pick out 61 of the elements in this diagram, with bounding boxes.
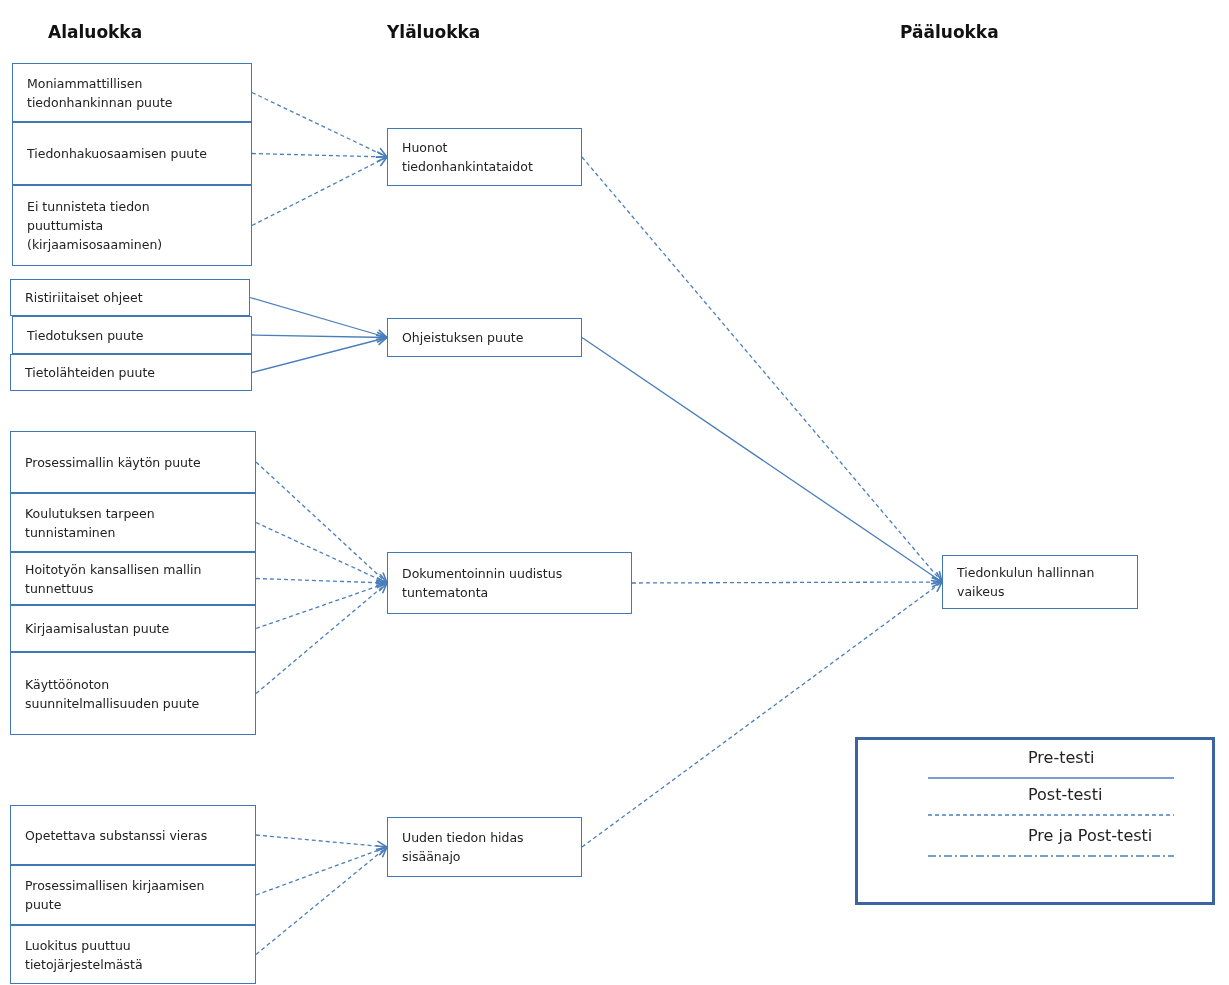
arrow xyxy=(255,580,388,630)
category-box xyxy=(12,185,252,266)
category-box xyxy=(12,122,252,185)
category-label: Moniammattillisen tiedonhankinnan puute xyxy=(27,74,174,112)
arrow xyxy=(255,521,388,585)
column-heading: Alaluokka xyxy=(48,22,143,42)
category-box xyxy=(10,805,256,865)
category-box xyxy=(12,316,252,354)
category-box xyxy=(12,63,252,122)
category-label: Tiedonkulun hallinnan vaikeus xyxy=(957,564,1096,601)
category-box xyxy=(387,552,632,614)
category-label: Uuden tiedon hidas sisäänajo xyxy=(402,829,525,866)
category-label: Käyttöönoton suunnitelmallisuuden puute xyxy=(25,675,201,713)
category-label: Ristiriitaiset ohjeet xyxy=(25,289,143,307)
category-box xyxy=(387,817,582,877)
arrow xyxy=(251,91,388,158)
category-label: Opetettava substanssi vieras xyxy=(25,826,208,845)
arrow xyxy=(251,156,388,227)
category-label: Tiedonhakuosaamisen puute xyxy=(27,145,207,163)
legend-label: Pre ja Post-testi xyxy=(1028,826,1153,845)
category-label: Kirjaamisalustan puute xyxy=(25,620,170,638)
arrow xyxy=(249,296,388,341)
category-box xyxy=(10,652,256,735)
arrow xyxy=(255,844,388,896)
arrow xyxy=(255,834,388,852)
arrow xyxy=(631,576,943,588)
arrow xyxy=(255,582,388,695)
category-box xyxy=(387,318,582,357)
category-box xyxy=(10,493,256,552)
category-label: Ei tunnisteta tiedon puuttumista (kirjaamisosaaminen) xyxy=(27,198,164,254)
category-label: Luokitus puuttuu tietojärjestelmästä xyxy=(25,936,144,974)
arrow xyxy=(255,846,388,956)
arrow xyxy=(251,150,388,163)
category-label: Prosessimallin käytön puute xyxy=(25,453,201,472)
category-box xyxy=(10,605,256,652)
category-box xyxy=(10,552,256,605)
legend-label: Post-testi xyxy=(1028,785,1103,804)
category-label: Huonot tiedonhankintataidot xyxy=(402,139,534,176)
category-box xyxy=(942,555,1138,609)
category-box xyxy=(10,354,252,391)
arrow xyxy=(581,581,943,848)
column-heading: Pääluokka xyxy=(900,22,999,42)
arrow xyxy=(581,156,943,583)
category-label: Ohjeistuksen puute xyxy=(402,329,524,347)
category-label: Hoitotyön kansallisen mallin tunnettuus xyxy=(25,560,203,598)
category-box xyxy=(387,128,582,186)
category-box xyxy=(10,431,256,493)
category-label: Koulutuksen tarpeen tunnistaminen xyxy=(25,504,156,542)
arrow xyxy=(255,461,388,584)
arrow xyxy=(581,336,943,583)
category-label: Tietolähteiden puute xyxy=(25,364,155,382)
category-label: Dokumentoinnin uudistus tuntematonta xyxy=(402,565,564,602)
category-label: Prosessimallisen kirjaamisen puute xyxy=(25,877,206,914)
category-box xyxy=(10,279,250,316)
legend-label: Pre-testi xyxy=(1028,748,1095,767)
category-box xyxy=(10,925,256,984)
arrow xyxy=(251,331,388,344)
arrow xyxy=(251,334,388,374)
column-heading: Yläluokka xyxy=(387,22,481,42)
category-box xyxy=(10,865,256,925)
category-label: Tiedotuksen puute xyxy=(27,326,144,345)
